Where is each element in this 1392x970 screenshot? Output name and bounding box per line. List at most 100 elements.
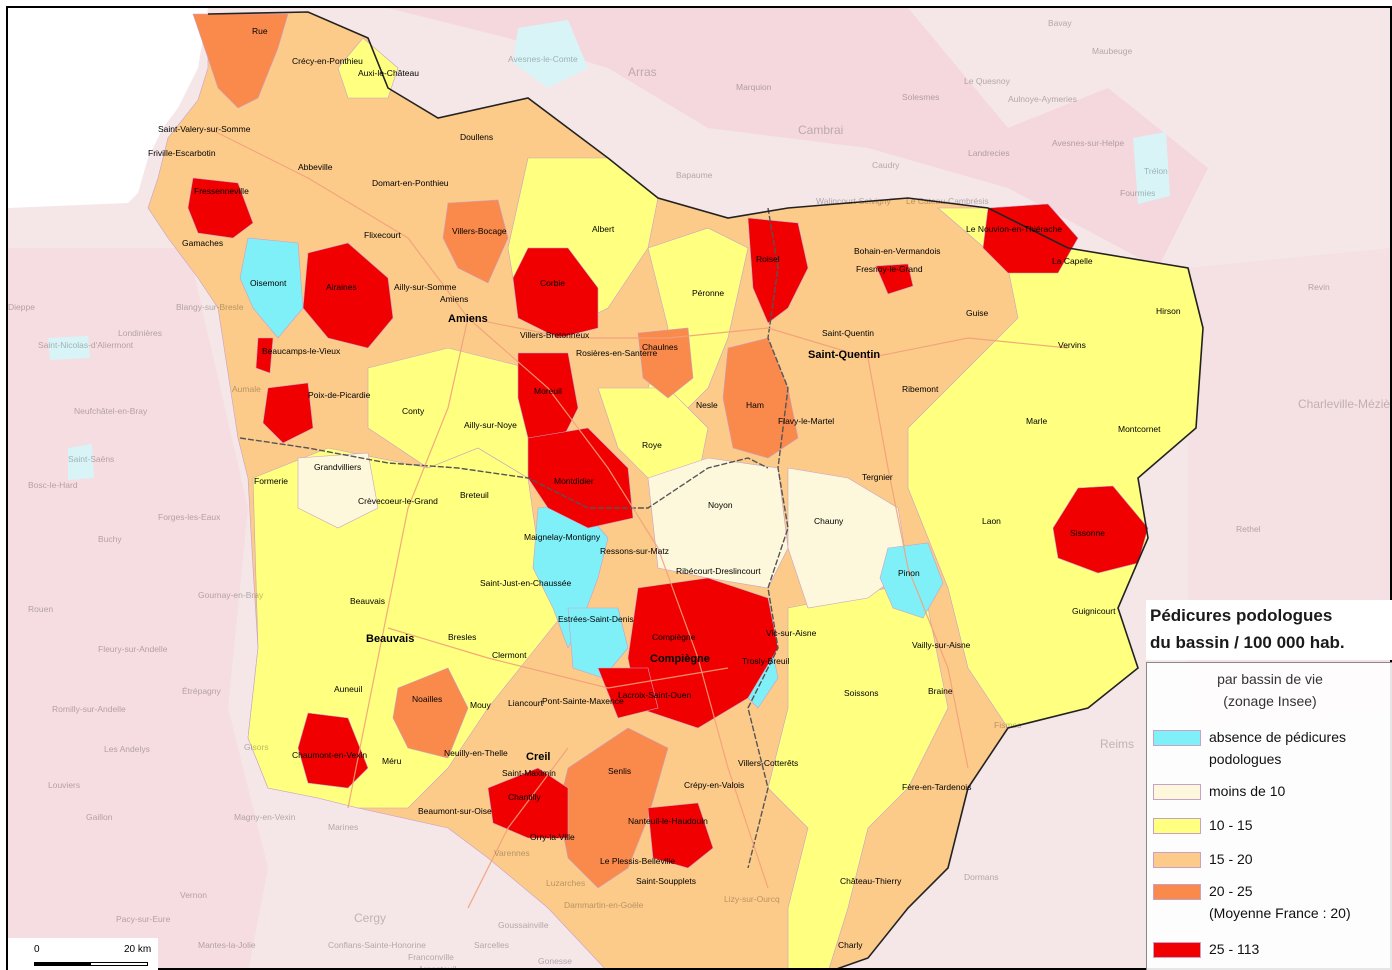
place-label: Auxi-le-Château xyxy=(358,68,419,78)
zone-orange-rue xyxy=(192,13,289,109)
legend-label: absence de pédicures xyxy=(1209,729,1346,745)
place-label: Flavy-le-Martel xyxy=(778,416,834,426)
legend-swatch xyxy=(1153,884,1201,900)
outside-pink-zone xyxy=(388,8,1208,268)
zone-yellow-north xyxy=(337,37,399,99)
outside-place-label: Charleville-Mézières xyxy=(1298,397,1392,411)
outside-place-label: Reims xyxy=(1100,737,1134,751)
outside-place-label: Magny-en-Vexin xyxy=(234,812,296,822)
place-label: Oisemont xyxy=(250,278,287,288)
place-label: Clermont xyxy=(492,650,527,660)
major-place-label: Compiègne xyxy=(650,653,710,665)
outside-place-label: Romilly-sur-Andelle xyxy=(52,704,126,714)
zone-red-aumale xyxy=(255,337,274,374)
place-label: Chantilly xyxy=(508,792,541,802)
place-label: Trosly-Breuil xyxy=(742,656,789,666)
zone-orange-noailles xyxy=(392,667,469,759)
place-label: Moreuil xyxy=(534,386,562,396)
place-label: Saint-Soupplets xyxy=(636,876,696,886)
legend-subtitle: par bassin de vie xyxy=(1217,671,1323,687)
place-label: Rue xyxy=(252,26,268,36)
place-label: Doullens xyxy=(460,132,493,142)
legend-label: moins de 10 xyxy=(1209,783,1286,799)
department-boundary xyxy=(747,207,789,869)
place-label: Vailly-sur-Aisne xyxy=(912,640,971,650)
zone-red-roisel xyxy=(747,217,809,324)
zone-red-nouvion xyxy=(982,203,1079,274)
place-label: Noailles xyxy=(412,694,442,704)
place-label: Guise xyxy=(966,308,988,318)
place-label: Auneuil xyxy=(334,684,362,694)
place-label: Ham xyxy=(746,400,764,410)
outside-place-label: Étrépagny xyxy=(182,686,221,696)
place-label: Sissonne xyxy=(1070,528,1105,538)
place-label: Saint-Just-en-Chaussée xyxy=(480,578,571,588)
outside-place-label: Londinières xyxy=(118,328,162,338)
outside-place-label: Blangy-sur-Bresle xyxy=(176,302,244,312)
legend-label-cont: (Moyenne France : 20) xyxy=(1209,905,1351,921)
place-label: Breteuil xyxy=(460,490,489,500)
place-label: Ressons-sur-Matz xyxy=(600,546,669,556)
outside-place-label: Louviers xyxy=(48,780,80,790)
outside-cyan-zone xyxy=(1133,132,1170,204)
legend-swatch xyxy=(1153,942,1201,958)
place-label: Vic-sur-Aisne xyxy=(766,628,817,638)
outside-place-label: Argenteuil xyxy=(418,964,456,970)
outside-place-label: Marquion xyxy=(736,82,772,92)
place-label: Crèvecoeur-le-Grand xyxy=(358,496,438,506)
legend-title-sub: du bassin / 100 000 hab. xyxy=(1150,633,1345,652)
place-label: Nanteuil-le-Haudouin xyxy=(628,816,708,826)
scale-start: 0 xyxy=(34,944,40,955)
place-label: Flixecourt xyxy=(364,230,401,240)
outside-place-label: Franconville xyxy=(408,952,454,962)
place-label: Neuilly-en-Thelle xyxy=(444,748,508,758)
place-label: Pont-Sainte-Maxence xyxy=(542,696,624,706)
place-label: Charly xyxy=(838,940,863,950)
outside-place-label: Fleury-sur-Andelle xyxy=(98,644,168,654)
place-label: Albert xyxy=(592,224,615,234)
zone-none-pinon xyxy=(879,542,944,619)
outside-place-label: Dammartin-en-Goële xyxy=(564,900,644,910)
outside-place-label: Gaillon xyxy=(86,812,113,822)
legend-label: 25 - 113 xyxy=(1209,941,1260,957)
zone-red-chaumont xyxy=(297,712,369,789)
outside-place-label: Dieppe xyxy=(8,302,35,312)
department-boundary xyxy=(239,437,769,509)
scale-fill xyxy=(35,963,91,965)
zone-orange-villers-bocage xyxy=(442,199,509,284)
legend-swatch xyxy=(1153,852,1201,868)
place-label: Bresles xyxy=(448,632,476,642)
major-place-label: Amiens xyxy=(448,313,488,325)
outside-place-label: Bosc-le-Hard xyxy=(28,480,78,490)
zone-red-chantilly xyxy=(487,767,569,839)
place-label: Ailly-sur-Somme xyxy=(394,282,457,292)
outside-place-label: Fismes xyxy=(994,720,1021,730)
place-label: Grandvilliers xyxy=(314,462,361,472)
legend-swatch xyxy=(1153,818,1201,834)
outside-place-label: Avesnes-le-Comte xyxy=(508,54,578,64)
place-label: Roye xyxy=(642,440,662,450)
zone-red-pont-ste-maxence xyxy=(597,667,659,719)
place-label: Vervins xyxy=(1058,340,1086,350)
place-label: Villers-Cotterêts xyxy=(738,758,798,768)
outside-place-label: Caudry xyxy=(872,160,900,170)
place-label: Poix-de-Picardie xyxy=(308,390,371,400)
place-label: Chaumont-en-Vexin xyxy=(292,750,367,760)
place-label: Crépy-en-Valois xyxy=(684,780,744,790)
outside-place-label: Saint-Nicolas-d'Aliermont xyxy=(38,340,134,350)
place-label: Saint-Maximin xyxy=(502,768,556,778)
outside-place-label: Lizy-sur-Ourcq xyxy=(724,894,780,904)
place-label: Fressenneville xyxy=(194,186,249,196)
place-label: Abbeville xyxy=(298,162,333,172)
place-label: Friville-Escarbotin xyxy=(148,148,216,158)
place-label: Conty xyxy=(402,406,425,416)
zone-orange-chaulnes xyxy=(637,327,694,399)
legend-label: 20 - 25 xyxy=(1209,883,1253,899)
place-label: Beaumont-sur-Oise xyxy=(418,806,492,816)
place-label: Roisel xyxy=(756,254,780,264)
outside-place-label: Bapaume xyxy=(676,170,713,180)
place-label: Senlis xyxy=(608,766,631,776)
outside-place-label: Mantes-la-Jolie xyxy=(198,940,256,950)
outside-place-label: Aumale xyxy=(232,384,261,394)
